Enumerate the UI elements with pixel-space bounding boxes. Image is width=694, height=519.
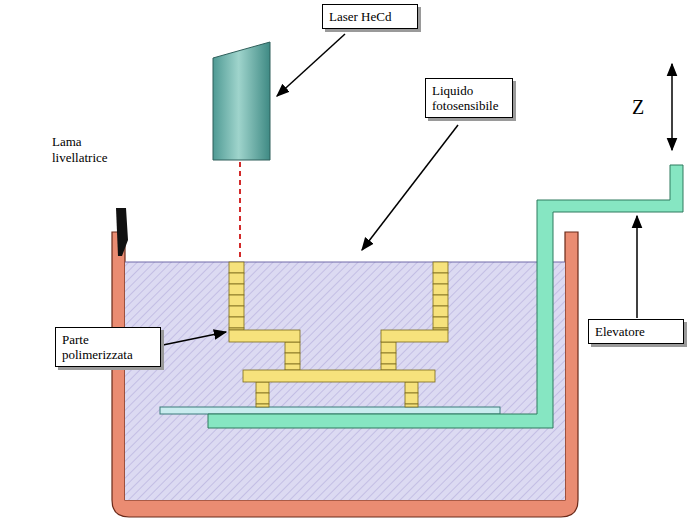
polymerized-block bbox=[405, 382, 418, 393]
callout-text: Elevatore bbox=[595, 324, 677, 339]
callout-box: Parte polimerizzata bbox=[55, 327, 161, 367]
polymerized-block bbox=[285, 364, 300, 370]
leader-arrow bbox=[163, 332, 226, 345]
polymerized-block bbox=[229, 295, 244, 306]
polymerized-part bbox=[229, 262, 448, 407]
leader-arrow bbox=[277, 34, 345, 96]
polymerized-block bbox=[229, 262, 244, 273]
part-label: Lama livellatrice bbox=[52, 134, 122, 166]
photosensitive-liquid bbox=[125, 262, 565, 500]
polymerized-block bbox=[381, 330, 448, 342]
leader-arrow bbox=[362, 125, 458, 250]
polymerized-block bbox=[381, 364, 396, 370]
polymerized-block bbox=[433, 295, 448, 306]
elevator-plate bbox=[160, 407, 500, 414]
callout-box: Liquido fotosensibile bbox=[425, 78, 513, 118]
polymerized-block bbox=[285, 353, 300, 364]
polymerized-block bbox=[405, 393, 418, 404]
z-axis-arrow bbox=[671, 64, 673, 150]
polymerized-block bbox=[433, 306, 448, 317]
polymerized-block bbox=[433, 284, 448, 295]
polymerized-block bbox=[229, 284, 244, 295]
axis-label: Z bbox=[632, 96, 644, 118]
callout-box: Laser HeCd bbox=[322, 4, 418, 29]
polymerized-block bbox=[229, 330, 300, 342]
polymerized-block bbox=[243, 370, 435, 382]
callout-text: Parte polimerizzata bbox=[62, 332, 154, 362]
polymerized-block bbox=[229, 317, 244, 328]
polymerized-block bbox=[405, 404, 418, 407]
polymerized-block bbox=[381, 342, 396, 353]
polymerized-block bbox=[256, 382, 269, 393]
callout-box: Elevatore bbox=[588, 319, 684, 344]
polymerized-block bbox=[433, 262, 448, 273]
elevator-arm bbox=[208, 165, 683, 428]
polymerized-block bbox=[256, 404, 269, 407]
leader-arrow bbox=[636, 216, 638, 318]
laser-beam bbox=[239, 162, 241, 260]
polymerized-block bbox=[285, 342, 300, 353]
polymerized-block bbox=[256, 393, 269, 404]
polymerized-block bbox=[433, 273, 448, 284]
polymerized-block bbox=[229, 306, 244, 317]
callout-text: Liquido fotosensibile bbox=[432, 83, 506, 113]
polymerized-block bbox=[433, 317, 448, 328]
polymerized-block bbox=[381, 353, 396, 364]
laser-head bbox=[213, 42, 270, 160]
callout-text: Laser HeCd bbox=[329, 9, 411, 24]
leveling-blade bbox=[116, 208, 128, 256]
polymerized-block bbox=[229, 273, 244, 284]
liquid-surface bbox=[125, 262, 565, 263]
tank bbox=[112, 232, 578, 517]
